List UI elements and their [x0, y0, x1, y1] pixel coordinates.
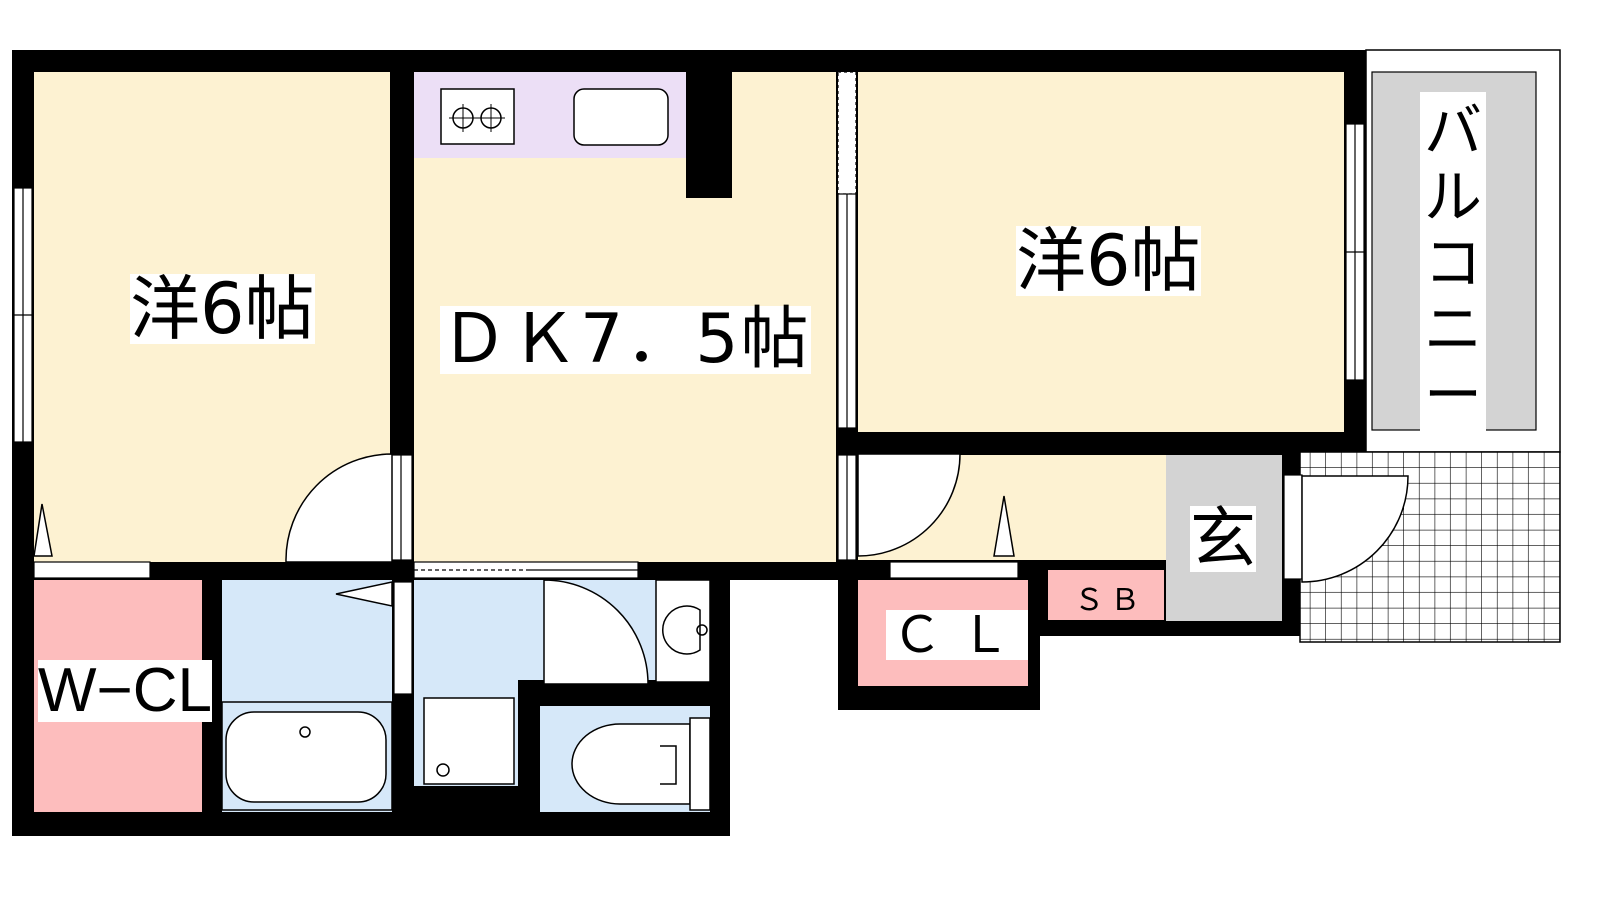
door-swing-left-room — [285, 453, 393, 563]
room-shoe-box — [1048, 570, 1164, 620]
windows — [13, 71, 1365, 561]
washbasin-bowl — [661, 605, 701, 655]
room-label-closet: ＣＬ — [886, 610, 1028, 660]
opening-wcl — [33, 561, 151, 579]
opening-entrance — [1283, 474, 1303, 580]
gas-stove — [440, 88, 515, 145]
room-label-western-right: 洋6帖 — [1016, 220, 1201, 302]
outside-area — [1040, 636, 1380, 846]
outside-area — [836, 710, 1066, 840]
kitchen-sink — [573, 88, 669, 146]
door-swing-hall — [857, 453, 961, 557]
bathtub-drain — [299, 726, 311, 738]
opening-bath-side — [393, 581, 413, 695]
opening-closet — [889, 561, 1019, 579]
hall-rail-marker — [993, 495, 1015, 557]
toilet-tank — [689, 717, 711, 811]
partition-sliding-top — [837, 71, 857, 195]
wcl-rail-marker — [33, 503, 53, 557]
room-label-dining-kitchen: ＤＫ7．5帖 — [440, 300, 811, 379]
room-label-shoe-box: ＳＢ — [1074, 583, 1146, 618]
room-label-entrance: 玄 — [1190, 500, 1256, 577]
room-label-western-left: 洋6帖 — [130, 268, 315, 350]
washer-drain — [436, 763, 450, 777]
door-openings — [33, 474, 1303, 695]
kitchen-pillar — [686, 72, 732, 198]
door-swing-entrance — [1301, 475, 1409, 583]
washroom-door-leaf — [520, 684, 540, 788]
fixtures — [33, 88, 1015, 811]
room-label-walk-in-closet: W−CL — [38, 656, 212, 725]
washer-pan — [423, 697, 515, 785]
bathtub-basin — [225, 711, 387, 803]
toilet-bowl — [571, 723, 691, 805]
room-label-balcony: バルコニー — [1420, 92, 1486, 435]
door-swings — [285, 453, 1409, 788]
door-swing-washroom — [543, 579, 649, 685]
bath-door-marker — [335, 581, 393, 607]
outside-area — [730, 580, 838, 840]
